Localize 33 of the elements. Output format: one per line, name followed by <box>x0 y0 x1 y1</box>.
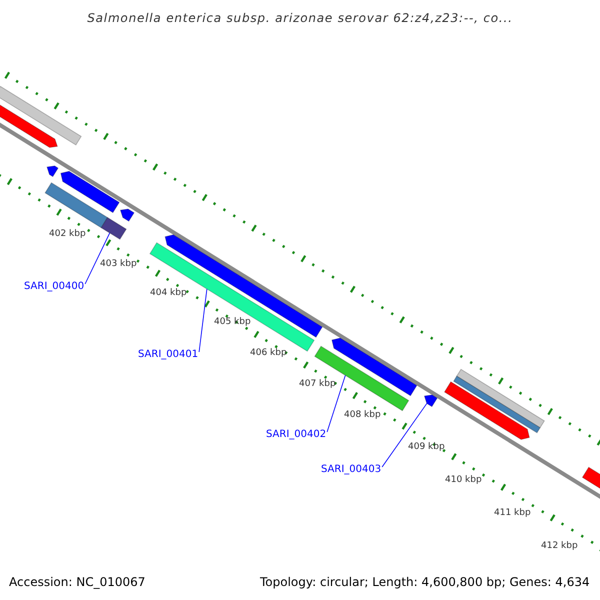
gene-block <box>44 182 108 228</box>
gene-block <box>120 208 135 222</box>
scale-label: 412 kbp <box>541 542 578 551</box>
scale-label: 406 kbp <box>250 349 287 358</box>
gene-block <box>424 394 438 408</box>
gene-block <box>444 381 530 440</box>
scale-label: 403 kbp <box>100 260 137 269</box>
scale-label: 407 kbp <box>299 380 336 389</box>
leader-line <box>382 403 428 468</box>
scale-label: 405 kbp <box>214 318 251 327</box>
gene-label: SARI_00402 <box>266 430 326 440</box>
gene-label: SARI_00400 <box>24 282 84 292</box>
scale-label: 408 kbp <box>344 411 381 420</box>
gene-block <box>46 165 59 178</box>
gene-block <box>456 368 545 428</box>
scale-label: 409 kbp <box>408 443 445 452</box>
gene-block <box>100 216 127 240</box>
gene-block <box>453 376 541 434</box>
gene-block <box>314 346 410 412</box>
leader-line <box>198 288 208 352</box>
leader-line <box>326 374 346 432</box>
title: Salmonella enterica subsp. arizonae serovar 62:z4,z23:--, co... <box>87 11 513 25</box>
gene-block <box>0 86 82 146</box>
gene-block <box>60 170 120 214</box>
scale-label: 411 kbp <box>494 509 531 518</box>
scale-label: 404 kbp <box>150 289 187 298</box>
scale-label: 402 kbp <box>49 230 86 239</box>
footer-text: Accession: NC_010067 <box>9 576 146 588</box>
gene-label: SARI_00403 <box>321 465 382 475</box>
leader-line <box>84 232 110 284</box>
footer-text: Topology: circular; Length: 4,600,800 bp; Genes: 4,634 <box>260 576 590 588</box>
gene-label: SARI_00401 <box>138 350 198 360</box>
scale-label: 410 kbp <box>445 476 482 485</box>
